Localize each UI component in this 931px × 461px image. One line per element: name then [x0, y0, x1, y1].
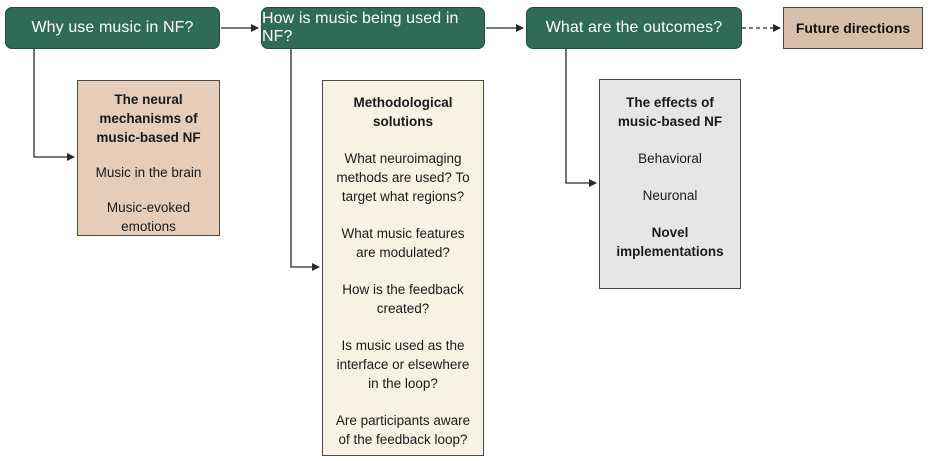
mechanisms-item-music-brain: Music in the brain	[95, 165, 202, 180]
methods-title: Methodological solutions	[353, 95, 453, 129]
mechanisms-title: The neural mechanisms of music-based NF	[96, 92, 201, 145]
header-how: How is music being used in NF?	[261, 7, 485, 49]
header-outcomes: What are the outcomes?	[526, 7, 742, 49]
header-how-label: How is music being used in NF?	[262, 10, 459, 45]
effects-item-neuronal: Neuronal	[642, 188, 698, 203]
box-effects: The effects of music-based NF Behavioral…	[599, 79, 741, 289]
header-why-label: Why use music in NF?	[31, 19, 194, 36]
connector-why-to-mechanisms	[33, 49, 75, 161]
effects-novel-implementations: Novel implementations	[616, 225, 724, 259]
connector-outcomes-to-effects	[565, 49, 597, 187]
header-why: Why use music in NF?	[5, 7, 220, 49]
box-neural-mechanisms: The neural mechanisms of music-based NF …	[77, 80, 220, 236]
methods-question-interface: Is music used as the interface or elsewh…	[336, 338, 470, 391]
methods-question-feedback: How is the feedback created?	[342, 282, 464, 316]
effects-title: The effects of music-based NF	[617, 95, 723, 129]
mechanisms-item-emotions: Music-evoked emotions	[106, 200, 191, 234]
effects-item-behavioral: Behavioral	[638, 151, 702, 166]
methods-question-awareness: Are participants aware of the feedback l…	[335, 413, 471, 447]
methods-question-neuroimaging: What neuroimaging methods are used? To t…	[336, 151, 470, 204]
future-directions-label: Future directions	[795, 20, 911, 36]
box-methodological-solutions: Methodological solutions What neuroimagi…	[322, 80, 484, 456]
methods-question-features: What music features are modulated?	[341, 226, 465, 260]
connector-how-to-methods	[290, 49, 320, 271]
header-outcomes-label: What are the outcomes?	[545, 19, 723, 36]
box-future-directions: Future directions	[783, 7, 923, 49]
